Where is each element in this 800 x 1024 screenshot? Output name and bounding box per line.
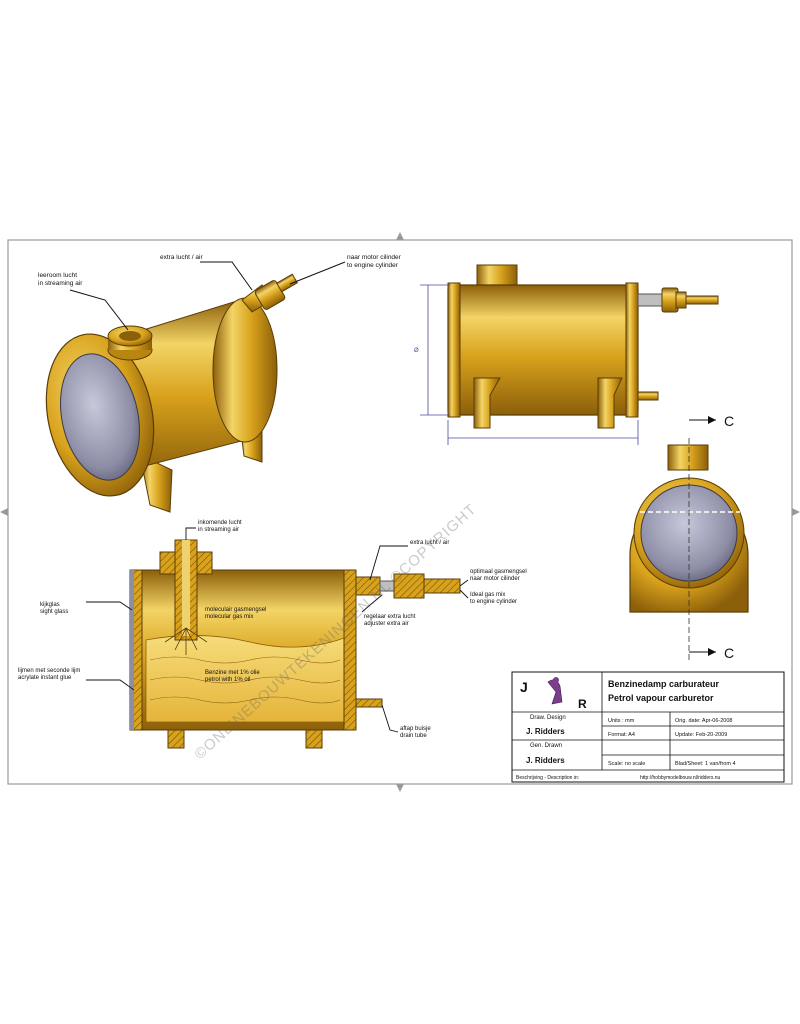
section-label-top: C xyxy=(724,413,734,429)
orig-date-field: Orig. date: Apr-06-2008 xyxy=(675,718,732,724)
callout-sec-mix-en-1: Ideal gas mix xyxy=(470,592,505,598)
logo-letter-r: R xyxy=(578,697,587,711)
center-mark-right xyxy=(792,508,800,516)
callout-iso-air-in-1: leeroom lucht xyxy=(38,272,77,279)
cross-section-view xyxy=(129,539,461,749)
end-view xyxy=(629,438,749,660)
side-view xyxy=(447,264,719,429)
callout-sec-drain-2: drain tube xyxy=(400,733,427,739)
logo-letter-j: J xyxy=(520,679,528,695)
callout-sec-air-in-1: inkomende lucht xyxy=(198,520,242,526)
cross-section-leaders xyxy=(86,527,469,733)
logo: J R xyxy=(520,677,587,711)
callout-iso-extra-air: extra lucht / air xyxy=(160,254,203,261)
callout-sec-adjust-1: regelaar extra lucht xyxy=(364,614,416,620)
callout-sec-mix-en-2: to engine cylinder xyxy=(470,599,517,605)
callout-sec-mix-2: naar motor cilinder xyxy=(470,576,520,582)
draw-design-name: J. Ridders xyxy=(526,727,565,736)
isometric-view xyxy=(45,273,298,513)
draw-design-label: Draw. Design xyxy=(530,715,566,721)
arrow-icon xyxy=(708,648,716,656)
update-field: Update: Feb-20-2009 xyxy=(675,732,727,738)
callout-sec-petrol-1: Benzine met 1% olie xyxy=(205,670,260,676)
callout-sec-mix-1: optimaal gasmengsel xyxy=(470,569,527,575)
callout-sec-drain-1: aftap buisje xyxy=(400,726,431,732)
dimension-height-label: Ø xyxy=(414,348,419,354)
title-nl: Benzinedamp carburateur xyxy=(608,679,720,689)
callout-iso-air-in-2: in streaming air xyxy=(38,280,83,287)
title-en: Petrol vapour carburetor xyxy=(608,693,714,703)
callout-sec-extra-air: extra lucht / air xyxy=(410,540,449,546)
format-field: Format: A4 xyxy=(608,732,635,738)
callout-iso-to-cylinder-1: naar motor cilinder xyxy=(347,254,402,261)
center-mark-top xyxy=(396,232,404,240)
sheet-field: Blad/Sheet: 1 van/from 4 xyxy=(675,761,736,767)
description-label: Beschrijving - Description in: xyxy=(516,775,579,781)
callout-sec-adjust-2: adjuster extra air xyxy=(364,621,409,627)
gen-drawn-name: J. Ridders xyxy=(526,756,565,765)
callout-sec-glue-2: acrylate instant glue xyxy=(18,675,72,681)
center-mark-left xyxy=(0,508,8,516)
callout-sec-glass-2: sight glass xyxy=(40,609,68,615)
units-field: Units : mm xyxy=(608,718,635,724)
callout-iso-to-cylinder-2: to engine cylinder xyxy=(347,262,399,269)
arrow-icon xyxy=(708,416,716,424)
description-url: http://hobbymodelbouw.nl/ridders.nu xyxy=(640,775,721,781)
callout-sec-glass-1: kijkglas xyxy=(40,602,60,608)
section-label-bottom: C xyxy=(724,645,734,661)
title-block: J R xyxy=(511,671,785,783)
sheet-border xyxy=(0,232,800,792)
callout-sec-molecular-2: molecular gas mix xyxy=(205,614,253,620)
callout-sec-molecular-1: moleculair gasmengsel xyxy=(205,607,266,613)
gen-drawn-label: Gen. Drawn xyxy=(530,743,562,749)
scale-field: Scale: no scale xyxy=(608,761,645,767)
callout-sec-glue-1: lijmen met seconde lijm xyxy=(18,668,80,674)
side-view-dimensions xyxy=(420,284,639,445)
section-markers xyxy=(689,416,716,656)
callout-sec-petrol-2: petrol with 1% oil xyxy=(205,677,250,683)
callout-sec-air-in-2: in streaming air xyxy=(198,527,239,533)
isometric-leaders xyxy=(69,261,346,331)
center-mark-bottom xyxy=(396,784,404,792)
